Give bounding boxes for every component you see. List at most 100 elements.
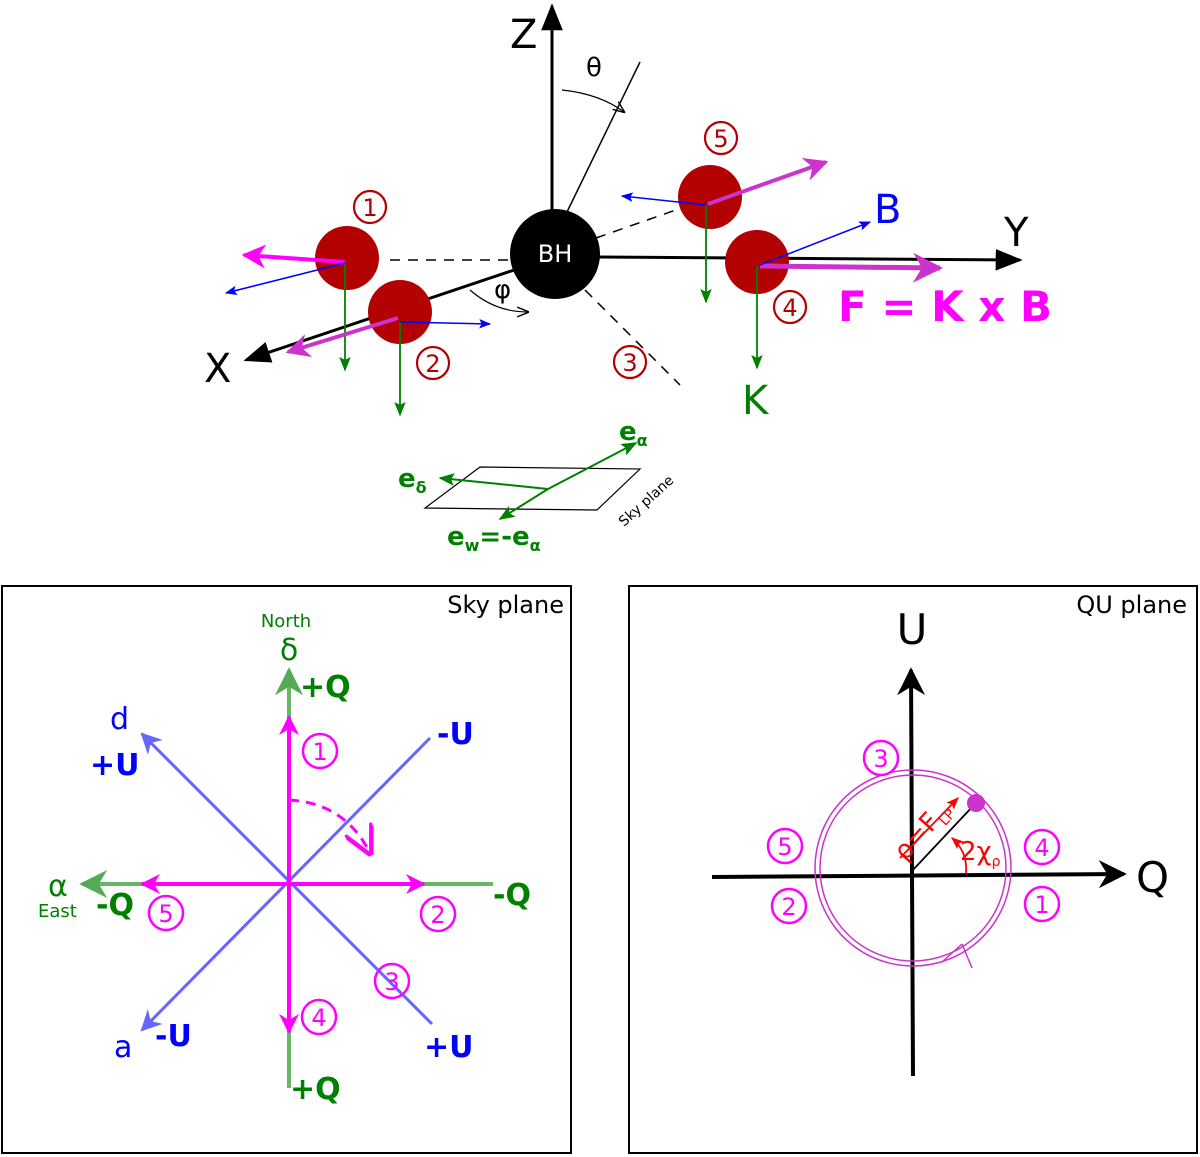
sky-pos-3: 3 — [373, 962, 411, 1000]
k-label: K — [742, 378, 770, 424]
sky-delta-label: δ — [280, 633, 298, 668]
sky-plus-q-top: +Q — [300, 670, 351, 705]
qu-panel-frame — [628, 585, 1198, 1154]
sky-minus-u-ne: -U — [437, 717, 474, 752]
e-w-rest: =-e — [479, 522, 529, 552]
top-diagram: Z θ Y X φ BH — [204, 3, 1052, 555]
sky-a-label: a — [114, 1030, 132, 1065]
top-circle-5-ring — [703, 120, 739, 156]
qu-pos-2: 2 — [770, 887, 808, 925]
blob-2-b-arrow — [399, 318, 492, 329]
e-delta-e: e — [398, 464, 416, 494]
e-delta-label: eδ — [398, 464, 427, 497]
blob-2 — [285, 280, 492, 417]
qu-pos-1: 1 — [1023, 885, 1061, 923]
y-axis-label: Y — [1003, 210, 1029, 256]
e-alpha-e: e — [619, 417, 637, 447]
q-axis — [711, 860, 1127, 889]
rho-point — [967, 794, 985, 812]
sky-inset: eα eδ ew=-eα Sky plane — [398, 417, 677, 555]
u-axis-label: U — [897, 605, 928, 654]
top-circled-1: 1 — [352, 189, 388, 225]
qu-pos-4-num: 4 — [1034, 834, 1049, 862]
e-w-e: e — [447, 522, 465, 552]
z-axis-label: Z — [510, 12, 537, 58]
sky-pos-4-num: 4 — [311, 1004, 326, 1032]
theta-arc — [561, 89, 624, 112]
x-axis-label: X — [204, 346, 231, 392]
chi-label: 2χρ — [960, 837, 1001, 870]
qu-pos-3: 3 — [862, 739, 900, 777]
sky-panel-title: Sky plane — [447, 591, 564, 619]
phi-arc — [469, 289, 528, 312]
sky-pos-5-ring — [147, 894, 185, 932]
qu-pos-1-ring — [1023, 885, 1061, 923]
top-circle-2-num: 2 — [425, 350, 440, 378]
top-circled-5: 5 — [703, 120, 739, 156]
blob-5-sphere — [678, 165, 742, 229]
chi-label-sub: ρ — [992, 854, 1001, 870]
sky-pos-5: 5 — [147, 894, 185, 932]
sky-inset-plane — [423, 466, 642, 511]
qu-pos-4-ring — [1023, 828, 1061, 866]
qu-circle-inner — [819, 774, 1007, 962]
blob-5-b-arrow — [620, 192, 707, 206]
top-circle-3-num: 3 — [622, 349, 637, 377]
blob-4-b-arrow — [759, 221, 872, 266]
blob-5-f-arrow — [707, 157, 829, 206]
dashed-to-3 — [584, 289, 681, 386]
u-axis — [897, 667, 926, 1077]
sky-north-label: North — [261, 611, 311, 632]
sky-pos-2-ring — [419, 895, 457, 933]
qu-pos-4: 4 — [1023, 828, 1061, 866]
black-hole — [510, 209, 600, 299]
qu-circle-outer — [814, 769, 1012, 967]
top-circle-2-ring — [415, 345, 451, 381]
rho-arrow — [899, 797, 959, 859]
chi-arc — [951, 837, 968, 875]
black-hole-label: BH — [538, 240, 573, 268]
e-alpha-sub: α — [637, 431, 648, 450]
q-axis-label: Q — [1136, 853, 1169, 902]
sky-pos-4-ring — [300, 998, 338, 1036]
chi-label-main: 2χ — [960, 837, 992, 867]
sky-east-label: East — [38, 901, 77, 922]
dashed-to-5 — [595, 204, 691, 239]
sky-minus-q-right: -Q — [493, 878, 531, 913]
qu-pos-2-num: 2 — [781, 893, 796, 921]
sky-pos-2: 2 — [419, 895, 457, 933]
blob-4-f-arrow — [759, 252, 943, 283]
qu-pos-3-num: 3 — [873, 745, 888, 773]
blob-5 — [620, 157, 829, 304]
sky-alpha-label: α — [48, 869, 68, 904]
sky-plane-panel: Sky plane North δ +Q -U d +U α East -Q -… — [1, 585, 572, 1154]
e-w-arrow — [498, 488, 549, 520]
sky-panel-frame — [1, 585, 572, 1154]
theta-label: θ — [586, 53, 602, 83]
qu-pos-1-num: 1 — [1034, 891, 1049, 919]
qu-pos-5: 5 — [766, 827, 804, 865]
top-circled-4: 4 — [772, 289, 808, 325]
e-delta-arrow — [438, 473, 549, 490]
sky-plus-u-nw: +U — [90, 748, 140, 783]
e-alpha-label: eα — [619, 417, 648, 450]
blob-1-f-arrow — [241, 244, 346, 269]
sky-inset-plane-label: Sky plane — [616, 473, 677, 530]
blob-4-sphere — [725, 230, 789, 294]
top-circle-1-ring — [352, 189, 388, 225]
top-circled-3: 3 — [612, 344, 648, 380]
blob-4 — [725, 221, 943, 370]
sky-pos-1-num: 1 — [312, 738, 327, 766]
sky-pos-4: 4 — [300, 998, 338, 1036]
e-w-rest-sub: α — [530, 536, 541, 555]
formula-label: F = K x B — [838, 282, 1052, 331]
sky-minus-u-sw: -U — [155, 1019, 192, 1054]
sky-d-label: d — [110, 702, 129, 737]
qu-pos-5-num: 5 — [777, 833, 792, 861]
qu-panel-title: QU plane — [1076, 591, 1187, 619]
top-circle-1-num: 1 — [362, 194, 377, 222]
sky-pos-1: 1 — [301, 732, 339, 770]
top-circle-3-ring — [612, 344, 648, 380]
top-circle-5-num: 5 — [713, 125, 728, 153]
